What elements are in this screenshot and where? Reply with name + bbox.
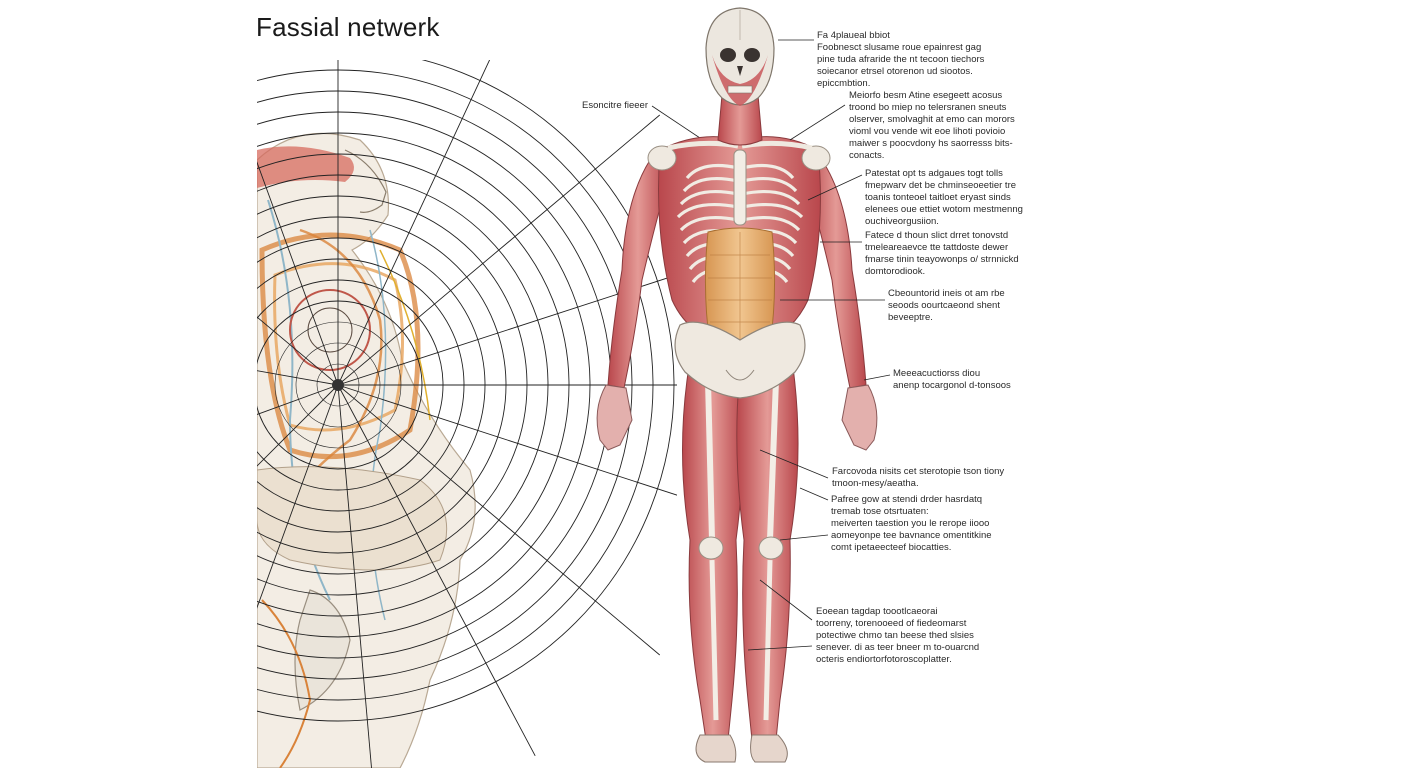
left-femur <box>705 379 715 541</box>
rib <box>741 177 798 193</box>
left-knee <box>698 536 724 560</box>
left-clavicle <box>667 140 739 151</box>
fascial-web-panel <box>257 60 677 768</box>
rib <box>676 202 739 219</box>
annotation-6: Meeeacuctiorss diou anenp tocargonol d-t… <box>893 368 1011 391</box>
right-clavicle <box>741 140 813 151</box>
diagram-title: Fassial netwerk <box>256 12 440 42</box>
annotation-8: Pafree gow at stendi drder hasrdatq trem… <box>831 494 992 553</box>
leader-line-left <box>651 105 701 139</box>
rib <box>679 190 739 206</box>
right-shoulder <box>801 145 831 171</box>
nasal-cavity <box>737 66 743 76</box>
rib <box>685 164 739 180</box>
right-knee <box>758 536 784 560</box>
right-tibia <box>763 559 773 721</box>
annotation-3: Patestat opt ts adgaues togt tolls fmepw… <box>865 168 1023 227</box>
right-femur <box>767 379 779 541</box>
concentric-web <box>257 60 677 768</box>
right-eye-socket <box>744 48 760 62</box>
web-spoke <box>257 384 339 415</box>
pelvis <box>674 321 806 399</box>
annotation-9: Eoeean tagdap toootlcaeorai toorreny, to… <box>816 606 980 665</box>
sacrum <box>725 369 755 381</box>
annotation-2: Meiorfo besm Atine esegeett acosus troon… <box>849 90 1015 161</box>
web-spoke <box>257 161 339 386</box>
torso-sketch <box>257 132 476 768</box>
web-spoke <box>337 384 661 656</box>
left-foot <box>695 734 737 763</box>
web-spoke <box>337 60 491 386</box>
rib <box>679 216 739 232</box>
annotation-1: Fa 4plaueal bbiot Foobnesct slusame roue… <box>817 30 985 89</box>
web-spoke <box>257 384 339 609</box>
teeth <box>727 85 753 94</box>
left-eye-socket <box>720 48 736 62</box>
web-spoke <box>337 384 372 768</box>
left-hand <box>596 384 633 451</box>
web-center <box>332 379 344 391</box>
web-spoke <box>337 384 677 496</box>
left-annotation: Esoncitre fieeer <box>582 100 649 111</box>
right-hand <box>841 384 878 451</box>
web-spoke <box>337 384 536 757</box>
rib <box>741 216 801 232</box>
anatomical-figure <box>596 7 878 763</box>
web-spoke <box>257 384 339 467</box>
right-foot <box>750 734 788 763</box>
web-spoke <box>257 316 339 386</box>
rib <box>741 202 804 219</box>
annotation-7: Farcovoda nisits cet sterotopie tson tio… <box>832 466 1005 489</box>
web-spoke <box>257 370 339 386</box>
rib <box>741 164 795 180</box>
web-spoke <box>337 114 661 386</box>
facial-muscles <box>712 55 768 106</box>
rib <box>741 190 801 206</box>
sternum <box>733 149 747 226</box>
annotation-leaders <box>747 39 891 651</box>
annotation-5: Cbeountorid ineis ot am rbe seoods oourt… <box>888 288 1005 323</box>
left-shoulder <box>647 145 677 171</box>
annotation-4: Fatece d thoun slict drret tonovstd tmel… <box>865 230 1019 277</box>
rib <box>682 177 739 193</box>
left-tibia <box>709 559 719 721</box>
